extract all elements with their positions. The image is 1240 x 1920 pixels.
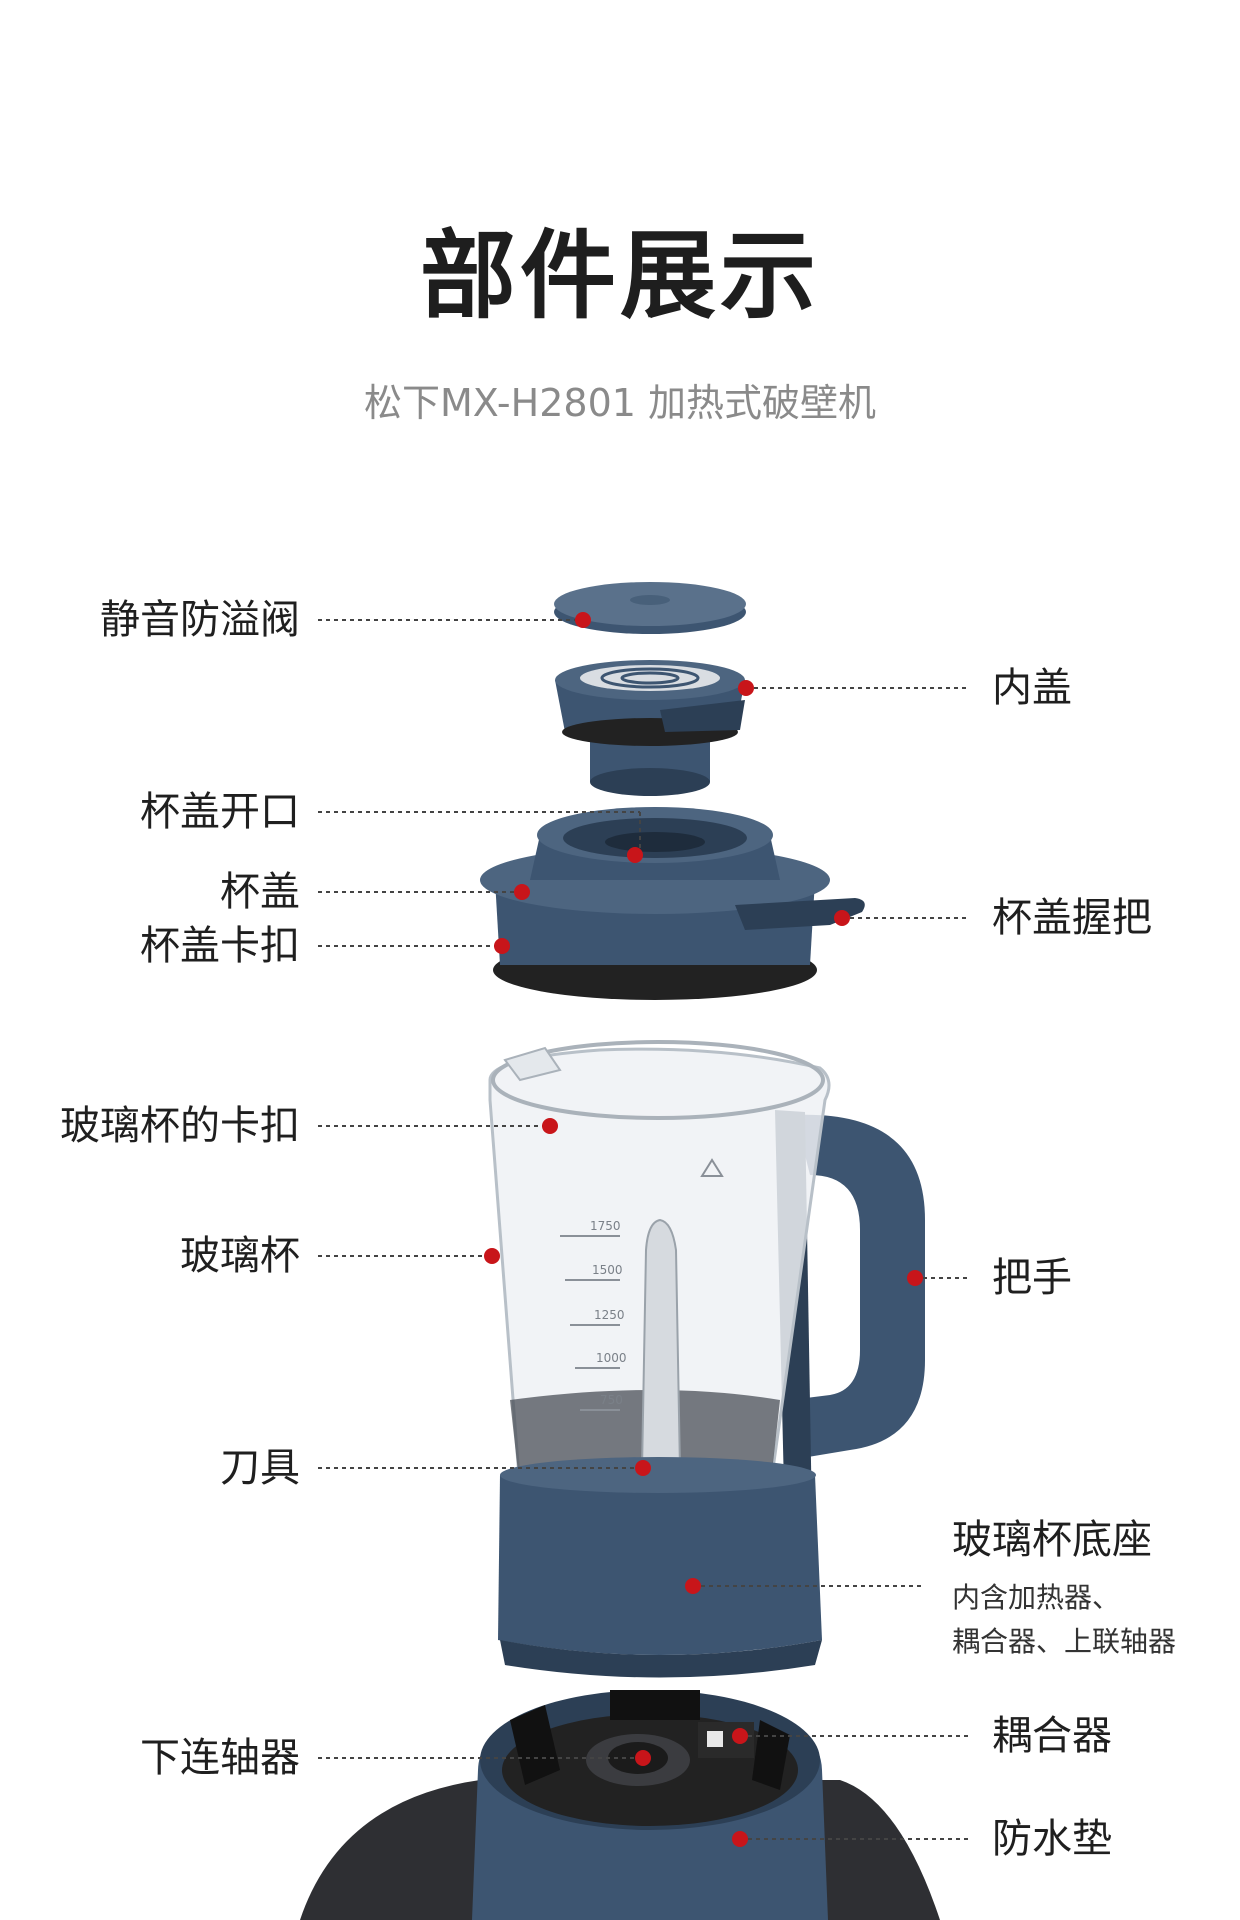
inner-lid-part [555,660,745,796]
glass-jar-part: 1750 1500 1250 1000 750 [488,1040,831,1492]
dot-lid [514,884,530,900]
label-inner-lid: 内盖 [992,665,1072,711]
label-blade: 刀具 [220,1445,300,1491]
jar-marking-750: 750 [600,1393,623,1407]
dot-blade [635,1460,651,1476]
jar-marking-1500: 1500 [592,1263,623,1277]
leader-lines [318,619,968,1840]
label-jar-base-note-1: 内含加热器、 [952,1581,1121,1614]
dot-valve [575,612,591,628]
dot-glass-jar [484,1248,500,1264]
label-coupler: 耦合器 [992,1713,1112,1759]
page-title: 部件展示 [420,220,820,332]
label-jar-clip: 玻璃杯的卡扣 [60,1103,300,1149]
label-lid: 杯盖 [220,869,300,915]
valve-cap-part [554,582,746,634]
dot-lid-handle [834,910,850,926]
jar-base-part [498,1457,822,1678]
jar-graduation-scale [560,1235,620,1411]
dot-lid-clip [494,938,510,954]
label-lower-coupling: 下连轴器 [140,1735,300,1781]
label-glass-jar: 玻璃杯 [180,1233,300,1279]
label-jar-base-note-2: 耦合器、上联轴器 [952,1625,1177,1658]
label-jar-base: 玻璃杯底座 [952,1517,1152,1563]
label-lid-clip: 杯盖卡扣 [140,923,300,969]
jar-marking-1250: 1250 [594,1308,625,1322]
dot-lid-opening [627,847,643,863]
dot-jar-base [685,1578,701,1594]
label-handle: 把手 [992,1255,1072,1301]
dot-jar-clip [542,1118,558,1134]
jar-marking-1750: 1750 [590,1219,621,1233]
dot-lower-coupling [635,1750,651,1766]
lid-part [480,807,865,1000]
callout-dots [484,612,923,1847]
label-lid-opening: 杯盖开口 [140,789,300,835]
warning-triangle-icon [700,1158,724,1177]
dot-coupler [732,1728,748,1744]
label-valve: 静音防溢阀 [100,597,300,643]
dot-inner-lid [738,680,754,696]
label-gasket: 防水垫 [992,1816,1112,1862]
motor-base-part [300,1690,940,1920]
dot-handle [907,1270,923,1286]
label-lid-handle: 杯盖握把 [992,895,1152,941]
jar-marking-1000: 1000 [596,1351,627,1365]
page-subtitle: 松下MX-H2801 加热式破壁机 [364,381,876,425]
dot-gasket [732,1831,748,1847]
